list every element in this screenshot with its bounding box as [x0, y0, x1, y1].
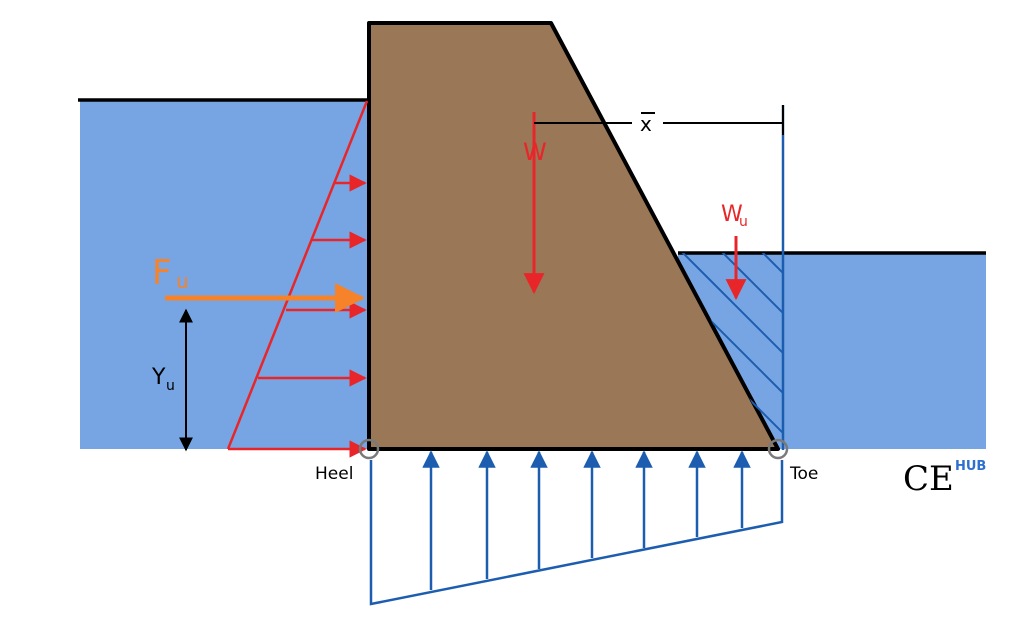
heel-label: Heel: [315, 464, 353, 484]
cehub-logo: CE HUB: [903, 459, 986, 499]
weight-label: W: [523, 138, 547, 166]
upstream-water: [80, 100, 369, 449]
logo-main-text: CE: [903, 459, 954, 499]
hydrostatic-pressure: [226, 100, 369, 458]
resultant-force-subscript: u: [176, 269, 189, 293]
logo-superscript-text: HUB: [955, 459, 986, 474]
toe-label: Toe: [789, 464, 818, 484]
heel-marker: [358, 438, 380, 460]
uplift-outline: [369, 460, 784, 606]
pressure-triangle-slope: [226, 100, 369, 450]
tailwater-weight-label: W: [721, 202, 743, 227]
resultant-force-label: F: [152, 253, 172, 293]
moment-arm-subscript: u: [166, 378, 175, 394]
uplift-pressure: [369, 450, 784, 606]
moment-arm-label: Y: [151, 365, 166, 390]
toe-marker: [767, 438, 789, 460]
centroid-distance-label: x: [640, 112, 652, 136]
dam-body: [367, 21, 780, 451]
tailwater-weight-subscript: u: [739, 214, 748, 230]
